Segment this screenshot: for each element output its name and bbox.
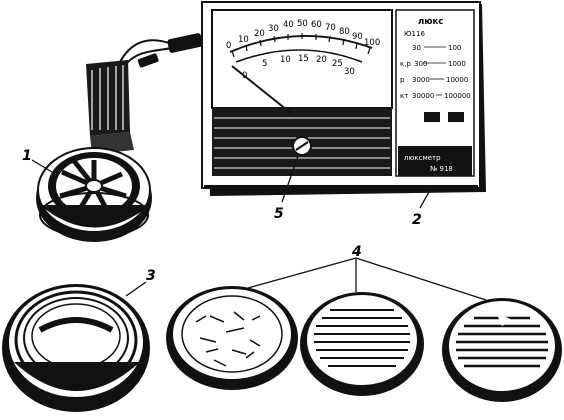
range-value: 10000 bbox=[446, 76, 468, 84]
filter-disc-1 bbox=[166, 286, 298, 390]
brand-label: люксметр bbox=[404, 154, 441, 162]
range-value: 30000 bbox=[412, 92, 434, 100]
scale-lower-tick-label: 30 bbox=[344, 67, 355, 77]
range-prefix: кт bbox=[400, 92, 408, 100]
range-prefix: к,р bbox=[400, 60, 411, 68]
callout-4-label: 4 bbox=[351, 244, 362, 260]
serial-label: № 918 bbox=[430, 165, 453, 173]
scale-lower-tick-label: 25 bbox=[332, 59, 343, 69]
scale-upper-tick-label: 40 bbox=[283, 20, 294, 30]
scale-upper-tick-label: 50 bbox=[297, 19, 308, 29]
scale-lower-tick-label: 10 bbox=[280, 55, 291, 65]
scale-upper-tick-label: 100 bbox=[364, 38, 380, 48]
range-prefix: р bbox=[400, 76, 405, 84]
scale-upper-tick-label: 80 bbox=[339, 27, 350, 37]
scale-lower-tick-label: 20 bbox=[316, 55, 327, 65]
scale-lower-tick-label: 15 bbox=[298, 54, 309, 64]
range-value: 100000 bbox=[444, 92, 471, 100]
callout-leaders bbox=[31, 155, 431, 297]
scale-upper-tick-label: 90 bbox=[352, 32, 363, 42]
meter-needle bbox=[231, 65, 293, 115]
callout-1-label: 1 bbox=[22, 148, 32, 164]
filter-disc-2 bbox=[300, 292, 424, 396]
scale-upper-tick-label: 70 bbox=[325, 23, 336, 33]
diffuser-ring bbox=[2, 284, 150, 412]
panel-title: люкс bbox=[418, 17, 443, 27]
meter-body bbox=[201, 1, 486, 196]
range-button-left bbox=[424, 112, 440, 122]
scale-upper-tick-label: 10 bbox=[238, 35, 249, 45]
range-value: 1000 bbox=[448, 60, 466, 68]
panel-subtitle: Ю116 bbox=[404, 30, 425, 38]
scale-upper-tick-label: 0 bbox=[226, 41, 231, 51]
attenuating-filters bbox=[166, 257, 562, 402]
scale-lower-tick-label: 0 bbox=[242, 71, 247, 81]
callout-5-label: 5 bbox=[274, 206, 284, 222]
scale-lower-tick-label: 5 bbox=[262, 59, 267, 69]
scale-upper-tick-label: 30 bbox=[268, 24, 279, 34]
scale-upper-labels: 0 10 20 30 40 50 60 70 80 90 100 bbox=[226, 19, 380, 51]
callout-2-label: 2 bbox=[412, 212, 422, 228]
photo-sensor bbox=[36, 33, 203, 242]
range-value: 30 bbox=[412, 44, 421, 52]
range-button-right bbox=[448, 112, 464, 122]
range-value: 100 bbox=[448, 44, 461, 52]
callout-3-label: 3 bbox=[146, 268, 156, 284]
range-panel: люкс Ю116 30 100 к,р 300 1000 р 3000 100… bbox=[400, 17, 471, 173]
range-value: 3000 bbox=[412, 76, 430, 84]
scale-upper-tick-label: 60 bbox=[311, 20, 322, 30]
scale-lower-labels: 0 5 10 15 20 25 30 bbox=[242, 54, 355, 81]
range-value: 300 bbox=[414, 60, 427, 68]
scale-upper-tick-label: 20 bbox=[254, 29, 265, 39]
filter-disc-3 bbox=[442, 298, 562, 402]
